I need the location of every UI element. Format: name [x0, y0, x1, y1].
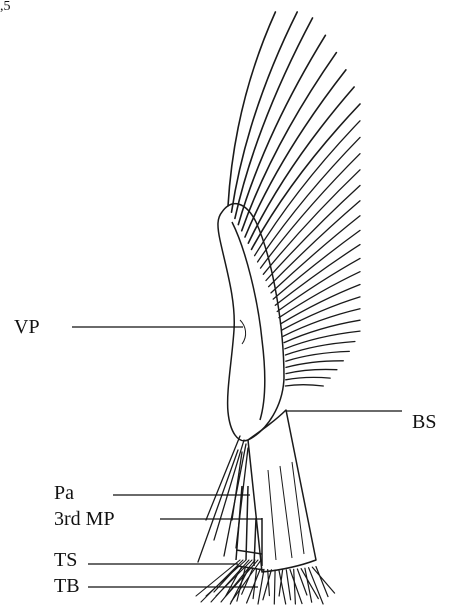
label-vp: VP [14, 316, 40, 338]
seta [285, 342, 355, 356]
terminal-seta [226, 560, 258, 596]
label-bs: BS [412, 411, 436, 433]
terminal-seta [312, 567, 334, 593]
seta [279, 272, 360, 318]
label-pa: Pa [54, 482, 74, 504]
seta [273, 230, 360, 299]
seta [238, 35, 325, 224]
seta [285, 385, 323, 386]
seta [285, 331, 360, 349]
ventral-plate-inner-edge [232, 222, 265, 420]
terminal-setae-brush [196, 560, 335, 604]
seta [261, 154, 361, 268]
seta [286, 377, 331, 379]
seta [228, 12, 275, 206]
seta [263, 170, 360, 274]
terminal-seta [263, 570, 272, 600]
seta [286, 369, 337, 373]
plumose-setae-fan [228, 12, 360, 386]
seta [275, 245, 360, 306]
seta [255, 121, 360, 256]
terminal-seta [294, 569, 296, 604]
label-ts: TS [54, 549, 77, 571]
seta [286, 351, 350, 361]
terminal-seta [286, 570, 290, 600]
seta [286, 361, 343, 368]
seta [281, 285, 361, 324]
basal-seta [206, 436, 240, 520]
terminal-seta [290, 570, 302, 604]
corner-mark: ,5 [0, 0, 11, 14]
ventral-plate-fold [240, 320, 246, 344]
label-3rd-mp: 3rd MP [54, 508, 115, 530]
label-tb: TB [54, 575, 80, 597]
basal-seta [198, 450, 238, 562]
terminal-seta [274, 570, 275, 604]
